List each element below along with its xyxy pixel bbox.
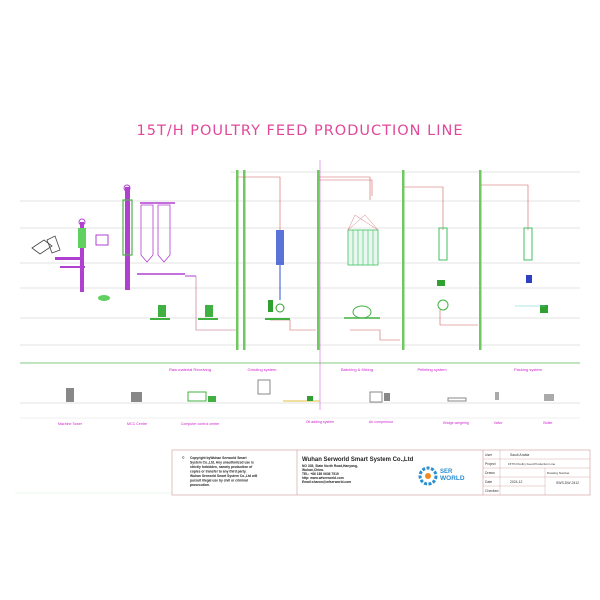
svg-text:TEL: +86 189 0636 7519: TEL: +86 189 0636 7519	[302, 472, 339, 476]
batching-bins	[344, 214, 380, 319]
aux-label: Boiler	[543, 421, 553, 425]
aux-label: Computer control center	[181, 422, 220, 426]
drawing-title: 15T/H POULTRY FEED PRODUCTION LINE	[137, 123, 464, 139]
aux-label: Air compressor	[369, 420, 394, 424]
svg-text:User: User	[485, 453, 493, 457]
aux-label: MCC Centre	[127, 422, 147, 426]
section-label: Grinding system	[248, 367, 278, 372]
section-label: Batching & Mixing	[341, 367, 373, 372]
aux-label: Bridge weighing	[443, 421, 469, 425]
svg-text:Date: Date	[485, 480, 492, 484]
svg-text:Drawn: Drawn	[485, 471, 495, 475]
svg-text:System Co.,Ltd, Any unauthoriz: System Co.,Ltd, Any unauthorized use is	[190, 461, 254, 465]
bucket-elevators	[236, 170, 482, 350]
svg-text:NO 335, State North Road,Hanya: NO 335, State North Road,Hanyang,	[302, 464, 358, 468]
section-label: Packing system	[514, 367, 543, 372]
aux-label: Oil adding system	[306, 420, 335, 424]
pellet-and-packing-equipment	[437, 227, 548, 313]
logo-text: SER	[440, 469, 453, 475]
aux-label: Machine Tower	[58, 422, 83, 426]
logo-text: WORLD	[440, 475, 465, 482]
section-label: Pelleting system	[417, 367, 447, 372]
grinding-equipment	[150, 230, 290, 320]
auxiliary-equipment	[66, 379, 554, 403]
svg-text:Saudi Arabia: Saudi Arabia	[510, 453, 529, 457]
svg-text:copies or transfer to any thir: copies or transfer to any third party.	[190, 470, 246, 474]
svg-text:Wuhan,China.: Wuhan,China.	[302, 468, 324, 472]
svg-text:Wuhan Serworld Smart System Co: Wuhan Serworld Smart System Co.,Ltd will	[190, 474, 257, 478]
svg-text:pursuit illegal use by civil o: pursuit illegal use by civil or criminal	[190, 479, 248, 483]
aux-label: Valve	[494, 421, 503, 425]
title-block	[171, 449, 591, 496]
svg-text:prosecution.: prosecution.	[190, 483, 210, 487]
raw-material-receiving-equipment	[31, 184, 236, 331]
svg-text:15T/h Poultry Feed Production: 15T/h Poultry Feed Production Line	[508, 462, 556, 466]
section-label: Raw material Receiving	[169, 367, 211, 372]
copyright-text: Copyright byWuhan Serworld Smart System …	[190, 456, 257, 487]
floor-lines	[15, 171, 580, 494]
gear-logo-icon	[418, 466, 438, 486]
company-name: Wuhan Serworld Smart System Co.,Ltd	[302, 457, 414, 463]
svg-text:Checked: Checked	[485, 489, 498, 493]
svg-text:Project: Project	[485, 462, 496, 466]
title-block-fields: User Saudi Arabia Project 15T/h Poultry …	[485, 453, 579, 493]
svg-text:Drawing Number: Drawing Number	[547, 471, 570, 475]
svg-text:Email:sharon@wfserworld.com: Email:sharon@wfserworld.com	[302, 480, 351, 484]
svg-text:http: www.wfserworld.com: http: www.wfserworld.com	[302, 476, 344, 480]
company-address: NO 335, State North Road,Hanyang, Wuhan,…	[302, 464, 358, 484]
svg-text:strictly forbidden, namely pro: strictly forbidden, namely production of	[190, 465, 253, 469]
copyright-icon: ©	[182, 456, 185, 460]
svg-text:Copyright byWuhan Serworld Sma: Copyright byWuhan Serworld Smart	[190, 456, 247, 460]
svg-text:SWS-DW-2412: SWS-DW-2412	[556, 481, 579, 485]
svg-text:2024-12: 2024-12	[510, 480, 523, 484]
section-divider-line	[20, 160, 580, 410]
